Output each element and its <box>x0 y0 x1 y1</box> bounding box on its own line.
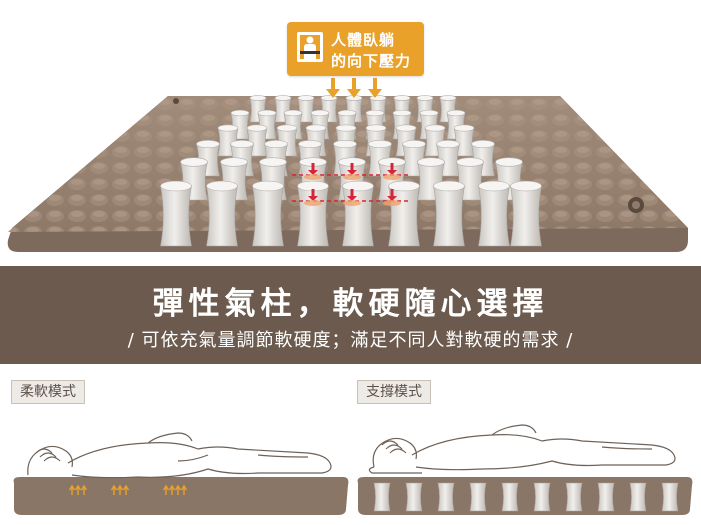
pressure-arrow-icon <box>308 189 318 201</box>
firm-air-column <box>437 482 455 512</box>
air-column <box>478 180 510 247</box>
firm-air-column <box>533 482 551 512</box>
air-column <box>252 180 284 247</box>
air-column <box>342 180 374 247</box>
firm-mode-diagram <box>357 424 693 515</box>
soft-arrow-icon <box>68 484 76 495</box>
soft-pressure-arrows <box>68 484 188 495</box>
soft-arrow-icon <box>168 484 176 495</box>
soft-arrow-icon <box>162 484 170 495</box>
soft-mattress <box>13 477 349 515</box>
soft-arrow-icon <box>74 484 82 495</box>
firm-air-column <box>405 482 423 512</box>
soft-mode-diagram <box>13 432 349 515</box>
pressure-arrow-icon <box>308 163 318 175</box>
firm-air-column <box>373 482 391 512</box>
air-column <box>160 180 192 247</box>
callout-line-2: 的向下壓力 <box>331 52 412 70</box>
soft-mode-label: 柔軟模式 <box>11 380 85 404</box>
soft-arrow-icon <box>110 484 118 495</box>
pressure-arrow-icon <box>387 163 397 175</box>
callout-line-1: 人體臥躺 <box>331 31 396 49</box>
person-outline <box>368 424 676 474</box>
soft-arrow-icon <box>180 484 188 495</box>
firm-mode-label: 支撐模式 <box>357 380 431 404</box>
pressure-arrow-icon <box>387 189 397 201</box>
soft-arrow-icon <box>174 484 182 495</box>
pressure-arrows <box>326 78 382 98</box>
banner-title: 彈性氣柱，軟硬隨心選擇 <box>152 286 549 322</box>
pressure-callout: 人體臥躺 的向下壓力 <box>287 22 424 76</box>
firm-air-column <box>565 482 583 512</box>
air-column <box>433 180 465 247</box>
firm-air-column <box>469 482 487 512</box>
banner-subtitle: / 可依充氣量調節軟硬度；滿足不同人對軟硬的需求 / <box>127 330 574 351</box>
air-column <box>297 95 315 123</box>
pressure-arrow-icon <box>347 189 357 201</box>
soft-arrow-icon <box>122 484 130 495</box>
person-lying-icon <box>297 32 323 62</box>
pressure-arrow-icon <box>347 163 357 175</box>
mattress-illustration <box>7 78 688 252</box>
soft-arrow-icon <box>116 484 124 495</box>
firm-columns <box>373 482 679 512</box>
firm-air-column <box>629 482 647 512</box>
soft-arrow-icon <box>80 484 88 495</box>
air-column <box>510 180 542 247</box>
firm-air-column <box>597 482 615 512</box>
firm-air-column <box>501 482 519 512</box>
person-outline <box>27 432 332 479</box>
air-column <box>206 180 238 247</box>
feature-banner: 彈性氣柱，軟硬隨心選擇 / 可依充氣量調節軟硬度；滿足不同人對軟硬的需求 / <box>0 266 701 364</box>
air-column <box>453 124 475 157</box>
firm-air-column <box>661 482 679 512</box>
